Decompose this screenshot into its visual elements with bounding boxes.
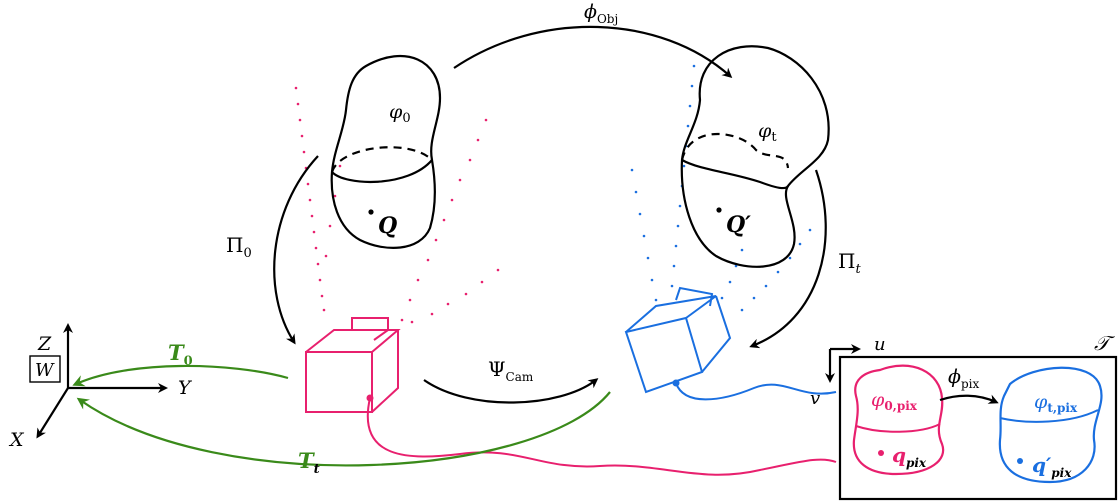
axis-X-label: X bbox=[8, 429, 25, 451]
phi-0-pix-label: φ0,pix bbox=[871, 389, 918, 413]
axis-Z-label: Z bbox=[37, 333, 52, 355]
camera-t-cable bbox=[675, 382, 837, 401]
axis-v-label: v bbox=[810, 388, 820, 409]
world-label: W bbox=[35, 360, 55, 381]
Q-prime-label: Q′ bbox=[726, 212, 751, 238]
T-0-arrow bbox=[72, 364, 289, 387]
object-phi-0-outline bbox=[330, 54, 442, 249]
object-phi-t bbox=[680, 45, 830, 268]
region-phi-t-pix-divider bbox=[999, 409, 1099, 423]
image-plane-frame bbox=[838, 355, 1118, 501]
axis-u-label: u bbox=[874, 334, 886, 355]
camera-0 bbox=[305, 317, 401, 413]
q-pix-label: qpix bbox=[892, 443, 927, 470]
pi-0-label: Π0 bbox=[226, 233, 252, 261]
phi-pix-arrow bbox=[939, 394, 999, 404]
phi-obj-label: ϕObj bbox=[584, 1, 618, 26]
T-0-label: T0 bbox=[168, 340, 193, 369]
image-plane-label: 𝒯 bbox=[1094, 331, 1116, 355]
object-phi-t-outline bbox=[680, 45, 830, 268]
T-t-label: Tt bbox=[298, 448, 320, 477]
pink-projection-rays bbox=[294, 86, 500, 324]
phi-t-pix-label: φt,pix bbox=[1034, 391, 1078, 415]
psi-cam-arrow bbox=[423, 378, 599, 404]
Q-label: Q bbox=[378, 213, 397, 239]
axis-Y-label: Y bbox=[178, 377, 193, 399]
phi-pix-label: ϕpix bbox=[948, 366, 979, 391]
camera-0-cable bbox=[366, 397, 837, 476]
T-t-arrow bbox=[76, 391, 611, 467]
object-phi-0 bbox=[330, 54, 442, 249]
phi-0-label: φ0 bbox=[389, 101, 411, 126]
q-prime-pix-label: q′pix bbox=[1032, 453, 1072, 480]
pi-t-arrow bbox=[749, 169, 827, 349]
region-phi-0-pix bbox=[852, 364, 945, 476]
region-phi-t-pix bbox=[998, 366, 1103, 484]
camera-t bbox=[624, 286, 732, 394]
phi-obj-arrow bbox=[453, 25, 733, 78]
psi-cam-label: ΨCam bbox=[488, 357, 534, 384]
world-frame bbox=[29, 323, 168, 439]
phi-t-label: φt bbox=[758, 120, 777, 145]
pixel-frame bbox=[825, 344, 861, 383]
pi-t-label: Πt bbox=[838, 249, 861, 277]
region-phi-0-pix-divider bbox=[855, 423, 941, 433]
pi-0-arrow bbox=[273, 155, 319, 345]
